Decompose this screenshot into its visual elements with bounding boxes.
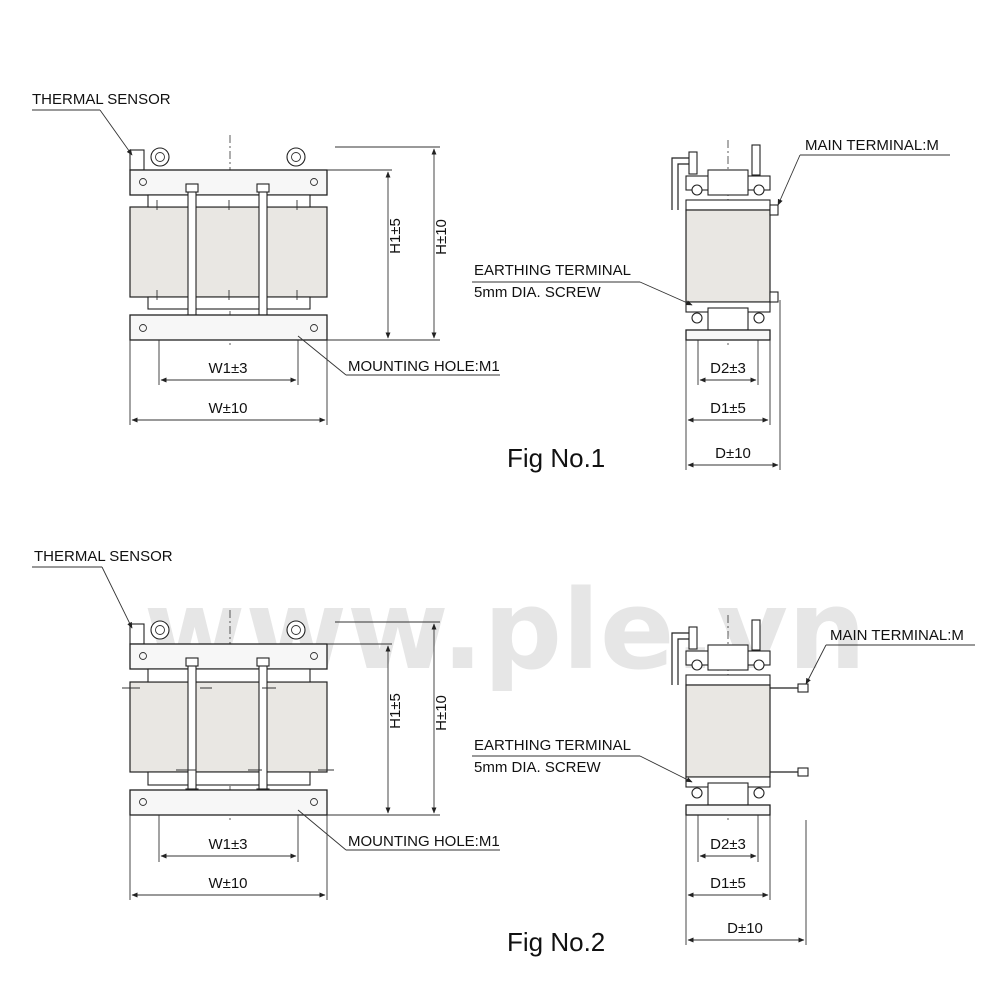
label-earthing-line2-2: 5mm DIA. SCREW <box>474 759 602 776</box>
label-earthing-line1-2: EARTHING TERMINAL <box>474 737 631 754</box>
dim-d2-label-2: D2±3 <box>710 836 746 853</box>
side-view-1: MAIN TERMINAL:M EARTHING TERMINAL 5mm DI… <box>472 137 950 470</box>
bottom-clamp-plate-2 <box>129 789 328 816</box>
core-laminations-2 <box>129 681 328 773</box>
side-view-2: MAIN TERMINAL:M EARTHING TERMINAL 5mm DI… <box>472 615 975 945</box>
label-mounting-hole: MOUNTING HOLE:M1 <box>348 358 500 375</box>
dim-w1-label: W1±3 <box>208 360 247 377</box>
top-clamp-plate-2 <box>129 643 328 670</box>
figure-1: H1±5 H±10 W1±3 W±10 THERMAL SENSOR MOUNT… <box>32 91 950 473</box>
dim-h-label-2: H±10 <box>433 695 450 731</box>
side-core-1 <box>685 209 771 303</box>
front-view-1: H1±5 H±10 W1±3 W±10 THERMAL SENSOR MOUNT… <box>32 91 500 425</box>
label-earthing-line2: 5mm DIA. SCREW <box>474 284 602 301</box>
dim-w-label-2: W±10 <box>208 875 247 892</box>
lifting-eye-right <box>286 147 306 167</box>
dim-h-label: H±10 <box>433 219 450 255</box>
dim-d1-label-2: D1±5 <box>710 875 746 892</box>
figure-caption-1: Fig No.1 <box>507 443 605 473</box>
dim-d-label: D±10 <box>715 445 751 462</box>
core-laminations <box>129 206 328 298</box>
thermal-sensor-block-2 <box>129 623 145 645</box>
label-thermal-sensor-2: THERMAL SENSOR <box>34 548 173 565</box>
dim-d-label-2: D±10 <box>727 920 763 937</box>
top-clamp-plate <box>129 169 328 196</box>
label-earthing-line1: EARTHING TERMINAL <box>474 262 631 279</box>
dim-d1-label: D1±5 <box>710 400 746 417</box>
lifting-eye-left <box>150 147 170 167</box>
thermal-sensor-block <box>129 149 145 171</box>
dim-h1-label: H1±5 <box>387 218 404 254</box>
label-main-terminal-2: MAIN TERMINAL:M <box>830 627 964 644</box>
label-main-terminal: MAIN TERMINAL:M <box>805 137 939 154</box>
dim-w1-label-2: W1±3 <box>208 836 247 853</box>
dim-h1-label-2: H1±5 <box>387 693 404 729</box>
label-thermal-sensor: THERMAL SENSOR <box>32 91 171 108</box>
bottom-clamp-plate <box>129 314 328 341</box>
side-core-2 <box>685 684 771 778</box>
dim-d2-label: D2±3 <box>710 360 746 377</box>
label-mounting-hole-2: MOUNTING HOLE:M1 <box>348 833 500 850</box>
dim-w-label: W±10 <box>208 400 247 417</box>
front-view-2: H1±5 H±10 W1±3 W±10 THERMAL SENSOR MOUNT… <box>32 548 500 900</box>
figure-caption-2: Fig No.2 <box>507 927 605 957</box>
figure-2: H1±5 H±10 W1±3 W±10 THERMAL SENSOR MOUNT… <box>32 548 975 957</box>
